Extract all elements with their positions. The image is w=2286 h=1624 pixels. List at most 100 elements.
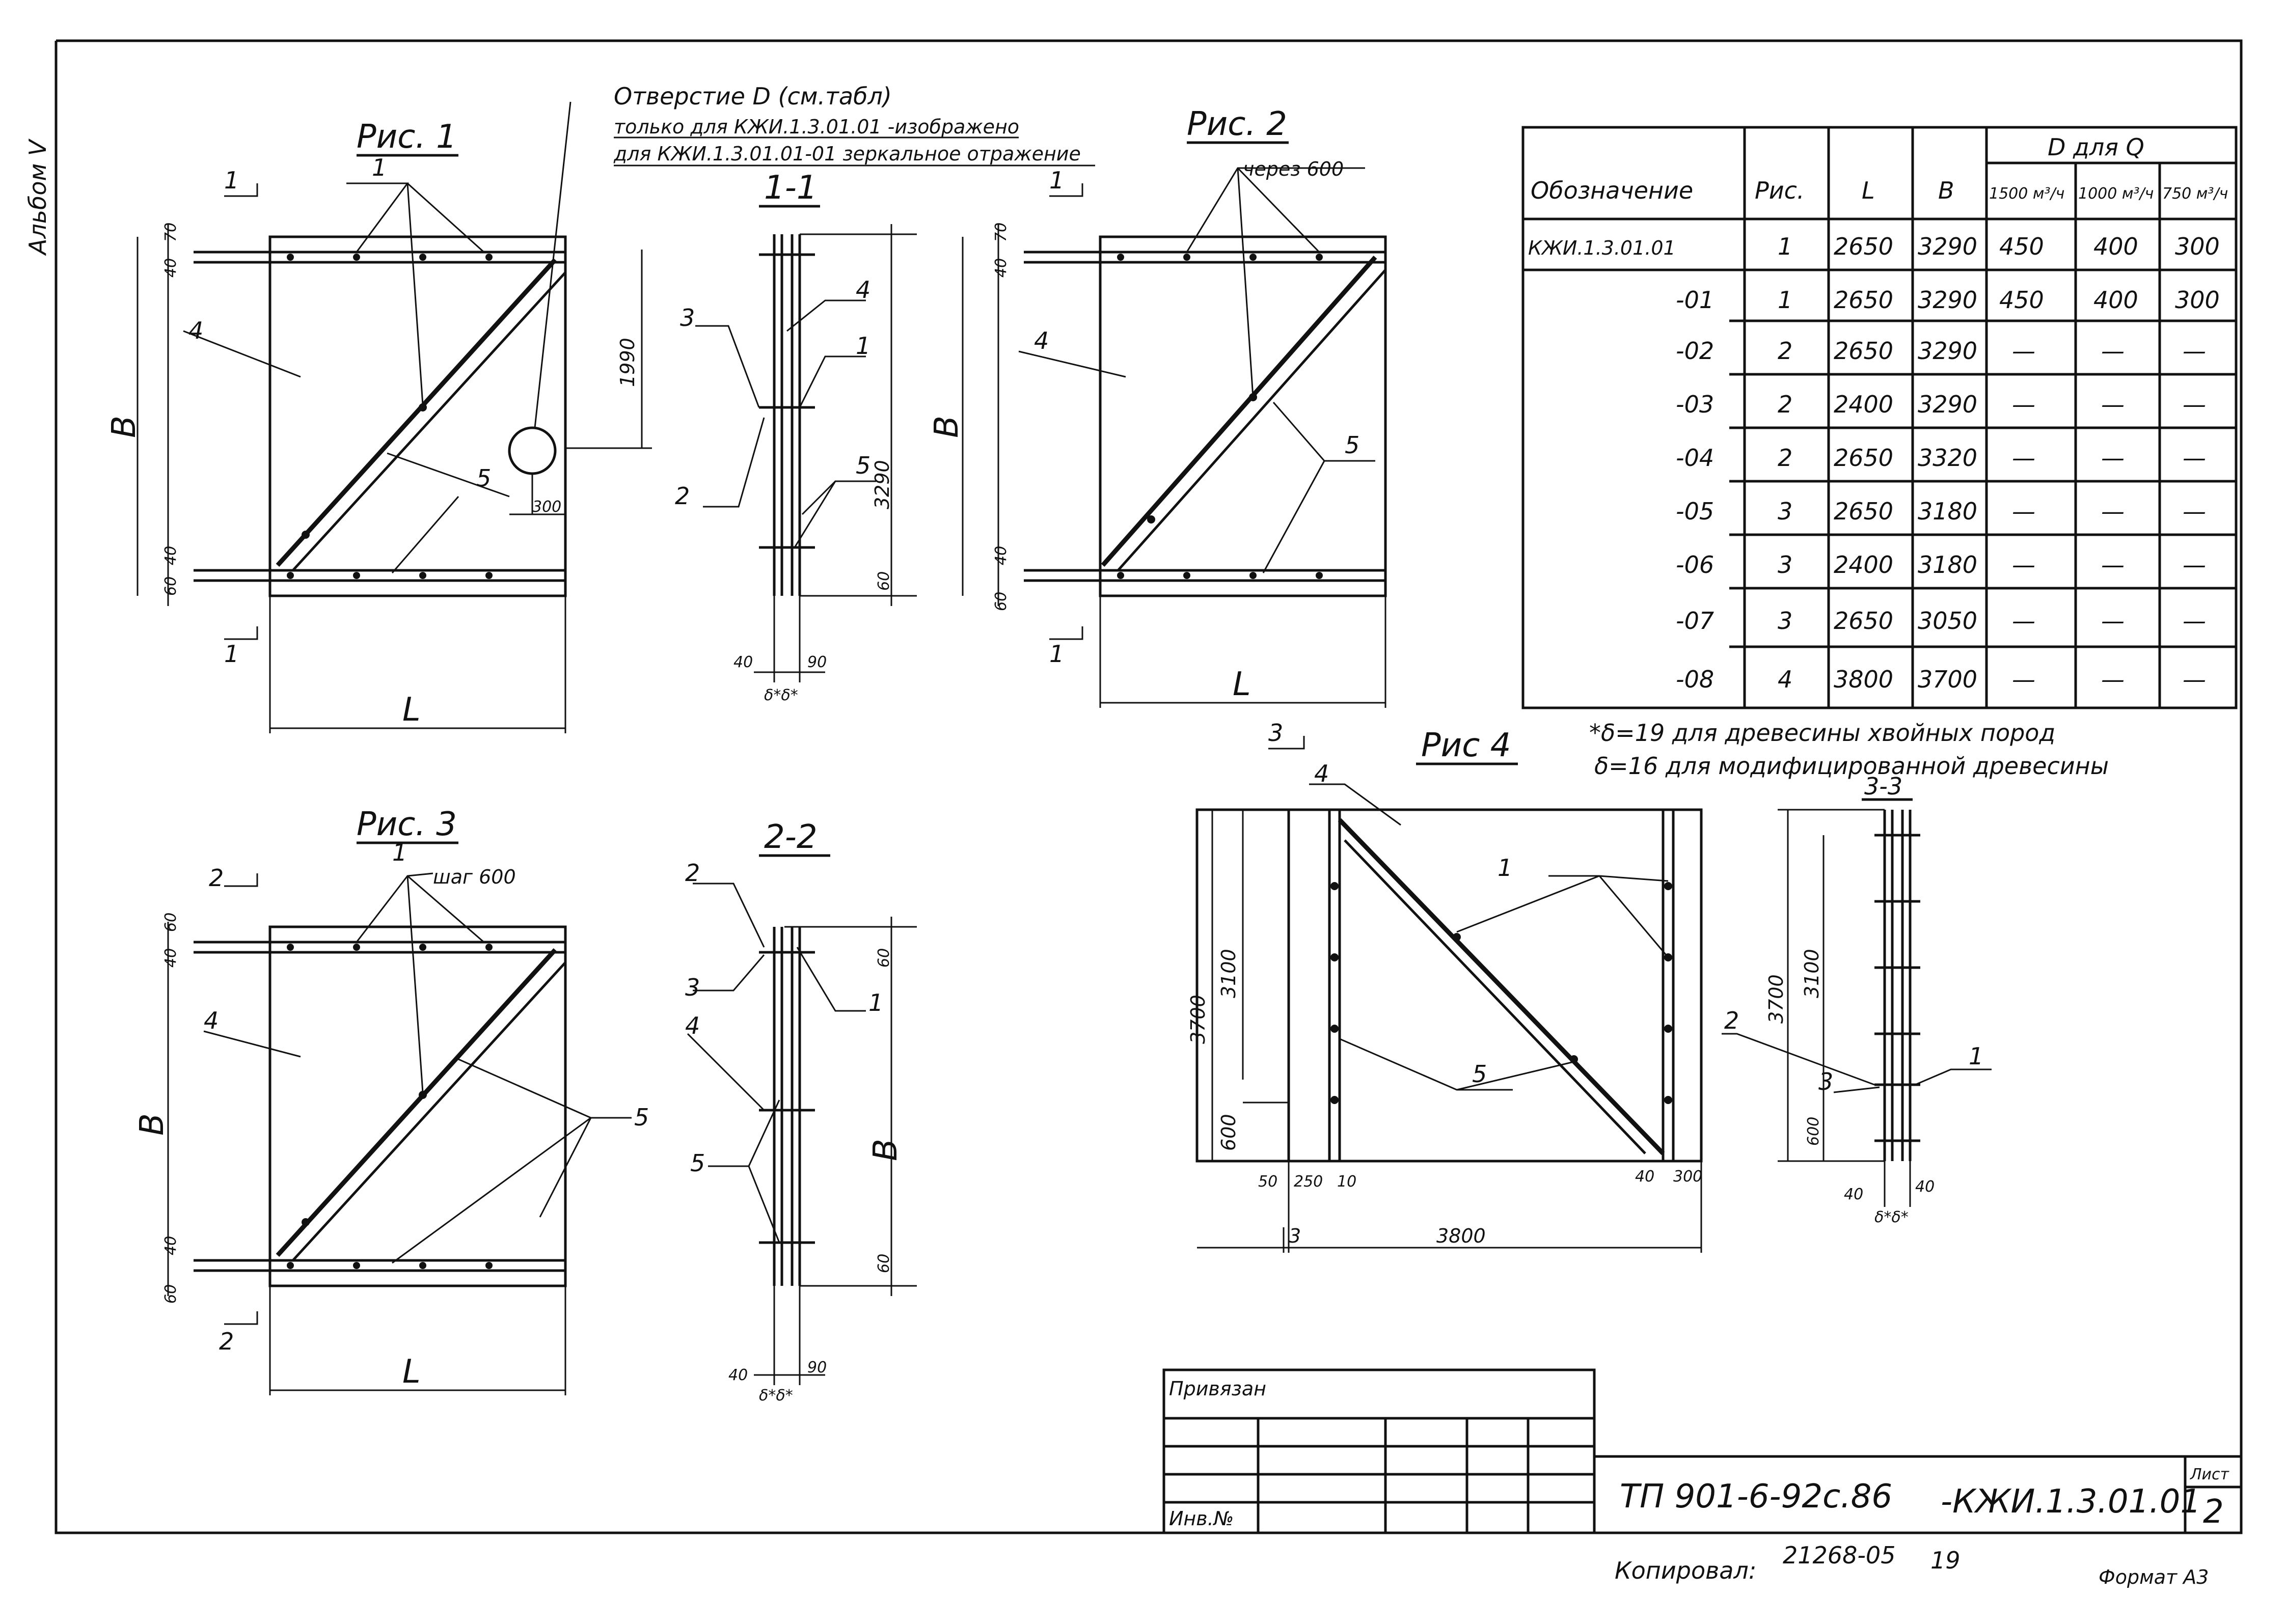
- fig2-d40a: 40: [992, 258, 1010, 278]
- th-B: B: [1938, 177, 1954, 204]
- sec11-pos5: 5: [856, 452, 870, 479]
- svg-text:450: 450: [1999, 286, 2044, 314]
- table-row: -02 2 2650 3290 — — —: [1676, 337, 2206, 365]
- fig1-d70: 70: [162, 223, 180, 242]
- svg-text:1: 1: [1778, 286, 1792, 314]
- fig2-spacing-note: через 600: [1243, 158, 1344, 180]
- doc-mark: -КЖИ.1.3.01.01: [1941, 1483, 2201, 1521]
- footnote-1: *δ=19 для древесины хвойных пород: [1589, 719, 2055, 747]
- sec33-d600: 600: [1805, 1117, 1822, 1146]
- svg-text:-07: -07: [1676, 607, 1714, 635]
- svg-text:2400: 2400: [1834, 551, 1893, 579]
- fig4-pos5: 5: [1472, 1060, 1487, 1088]
- copied-label: Копировал:: [1615, 1557, 1756, 1584]
- svg-text:—: —: [2183, 551, 2206, 579]
- svg-text:—: —: [2101, 551, 2125, 579]
- figure-1: [137, 101, 652, 733]
- svg-text:2650: 2650: [1834, 607, 1893, 635]
- fig3-spacing-note: шаг 600: [433, 866, 516, 888]
- svg-text:3180: 3180: [1918, 551, 1977, 579]
- fig4-d3800: 3800: [1436, 1225, 1486, 1247]
- table-row: -01 1 2650 3290 450 400 300: [1676, 286, 2220, 314]
- svg-text:3320: 3320: [1918, 444, 1977, 472]
- page-number: 19: [1930, 1547, 1961, 1574]
- fig3-B: B: [133, 1113, 171, 1136]
- fig2-d40b: 40: [992, 546, 1010, 565]
- svg-text:2: 2: [1778, 444, 1792, 472]
- svg-text:—: —: [2012, 498, 2035, 525]
- fig3-pos5: 5: [634, 1104, 649, 1131]
- svg-text:3050: 3050: [1918, 607, 1977, 635]
- svg-text:2650: 2650: [1834, 498, 1893, 525]
- hole-note-line1: только для КЖИ.1.3.01.01 -изображено: [614, 116, 1019, 138]
- sec11-pos1: 1: [856, 332, 870, 360]
- fig1-title: Рис. 1: [357, 118, 457, 156]
- svg-text:—: —: [2012, 444, 2035, 472]
- svg-text:400: 400: [2093, 286, 2138, 314]
- svg-text:3290: 3290: [1918, 337, 1977, 365]
- table-row: КЖИ.1.3.01.01 1 2650 3290 450 400 300: [1528, 233, 2220, 260]
- svg-text:-02: -02: [1676, 337, 1714, 365]
- sec11-d40: 40: [733, 653, 753, 671]
- fig4-d50: 50: [1258, 1173, 1277, 1191]
- svg-text:2400: 2400: [1834, 391, 1893, 418]
- svg-text:400: 400: [2093, 233, 2138, 260]
- fig1-d40b: 40: [162, 546, 180, 565]
- svg-text:—: —: [2012, 666, 2035, 693]
- fig2-pos5: 5: [1345, 431, 1359, 459]
- fig4-d250: 250: [1294, 1173, 1323, 1191]
- table-row: -03 2 2400 3290 — — —: [1676, 391, 2206, 418]
- svg-text:300: 300: [2175, 233, 2220, 260]
- sec22-delta: δ*δ*: [759, 1387, 793, 1405]
- fig4-pos4: 4: [1314, 760, 1329, 787]
- album-label: Альбом V: [24, 138, 51, 256]
- fig4-pos1: 1: [1498, 854, 1512, 882]
- spec-table: [1521, 126, 2238, 709]
- fig4-cut-top: 3: [1268, 719, 1283, 747]
- svg-text:—: —: [2101, 666, 2125, 693]
- table-row: -04 2 2650 3320 — — —: [1676, 444, 2206, 472]
- title-block: [1162, 1368, 2243, 1534]
- sec22-pos5: 5: [690, 1149, 705, 1177]
- fig1-d60: 60: [162, 576, 180, 596]
- svg-text:-03: -03: [1676, 391, 1714, 418]
- hole-note-line2: для КЖИ.1.3.01.01-01 зеркальное отражени…: [613, 143, 1081, 165]
- table-row: -07 3 2650 3050 — — —: [1676, 607, 2206, 635]
- inv-label: Инв.№: [1169, 1507, 1234, 1530]
- sec33-pos1: 1: [1969, 1042, 1983, 1070]
- svg-text:300: 300: [2175, 286, 2220, 314]
- th-q750: 750 м³/ч: [2162, 185, 2228, 203]
- svg-text:3: 3: [1778, 551, 1792, 579]
- format-label: Формат А3: [2099, 1566, 2209, 1588]
- svg-text:—: —: [2183, 607, 2206, 635]
- th-q1500: 1500 м³/ч: [1989, 185, 2064, 203]
- sec11-d90: 90: [807, 653, 827, 671]
- svg-text:3290: 3290: [1918, 233, 1977, 260]
- svg-text:—: —: [2183, 337, 2206, 365]
- fig4-d600: 600: [1217, 1114, 1240, 1151]
- svg-text:-06: -06: [1676, 551, 1714, 579]
- svg-text:-08: -08: [1676, 666, 1714, 693]
- doc-code: ТП 901-6-92с.86: [1620, 1478, 1892, 1516]
- fig2-title: Рис. 2: [1187, 105, 1287, 143]
- fig3-cut-bottom: 2: [219, 1328, 234, 1355]
- svg-text:450: 450: [1999, 233, 2044, 260]
- svg-text:—: —: [2101, 444, 2125, 472]
- svg-text:—: —: [2183, 444, 2206, 472]
- fig2-pos4: 4: [1034, 327, 1049, 354]
- fig2-cut-bottom: 1: [1049, 640, 1064, 668]
- hole-note-title: Отверстие D (см.табл): [614, 82, 892, 110]
- sec11-delta: δ*δ*: [764, 686, 798, 704]
- svg-text:—: —: [2101, 337, 2125, 365]
- svg-text:-05: -05: [1676, 498, 1714, 525]
- fig4-title: Рис 4: [1421, 727, 1511, 764]
- fig1-d40a: 40: [162, 258, 180, 278]
- fig4-d10: 10: [1337, 1173, 1356, 1191]
- svg-text:—: —: [2101, 391, 2125, 418]
- sec22-pos1: 1: [868, 989, 883, 1016]
- fig2-d60: 60: [992, 592, 1010, 611]
- sec22-pos2: 2: [685, 859, 700, 887]
- fig1-B: B: [105, 416, 143, 438]
- fig3-title: Рис. 3: [357, 806, 457, 843]
- sec33-d3100: 3100: [1801, 949, 1823, 998]
